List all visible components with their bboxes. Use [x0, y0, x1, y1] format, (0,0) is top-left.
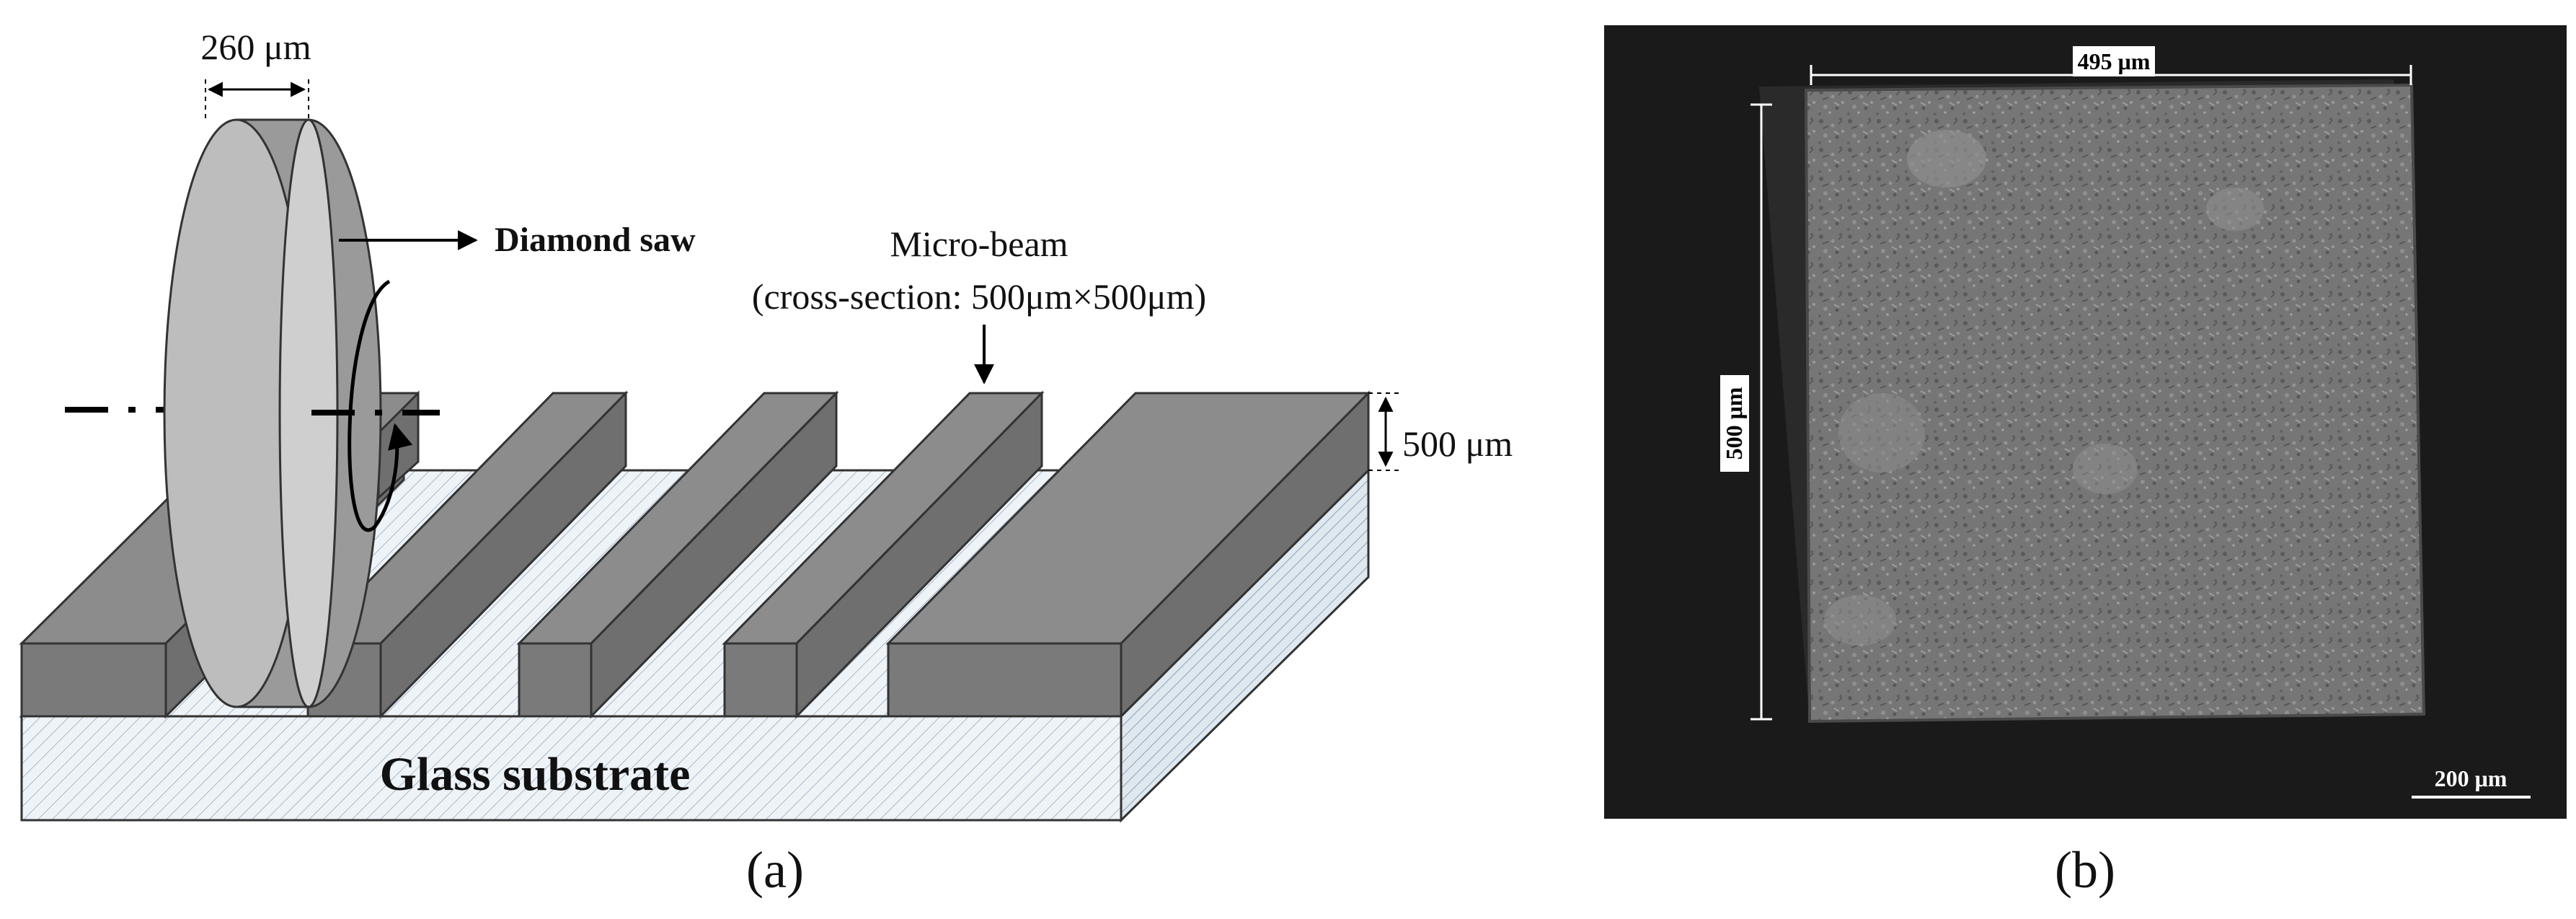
scale-bar-label: 200 μm: [2435, 765, 2508, 791]
panel-b: 495 μm 500 μm 200 μm (b): [1604, 25, 2567, 899]
left-block-front: [20, 642, 167, 718]
beam-3-front: [723, 642, 798, 718]
height-label: 500 μm: [1402, 423, 1513, 464]
sem-sample-cross-section: [1804, 83, 2426, 724]
panel-a: Glass substrate: [19, 27, 1513, 899]
substrate-front-face: [20, 715, 1123, 822]
saw-label: Diamond saw: [495, 221, 696, 259]
rotation-arrow: [348, 279, 413, 532]
substrate-label: Glass substrate: [380, 748, 691, 801]
saw-width-label: 260 μm: [200, 27, 311, 67]
sem-height-label: 500 μm: [1721, 387, 1747, 460]
right-block-front: [887, 642, 1123, 718]
caption-b: (b): [2055, 841, 2115, 899]
micro-beam-2: [516, 390, 839, 719]
sem-width-label: 495 μm: [2078, 48, 2151, 74]
diamond-saw: [163, 118, 382, 708]
beam-2-front: [518, 642, 593, 718]
caption-a: (a): [746, 841, 804, 899]
beam-label-line2: (cross-section: 500μm×500μm): [752, 276, 1206, 317]
micro-beam-3: [722, 390, 1045, 719]
beam-label-line1: Micro-beam: [890, 224, 1068, 264]
